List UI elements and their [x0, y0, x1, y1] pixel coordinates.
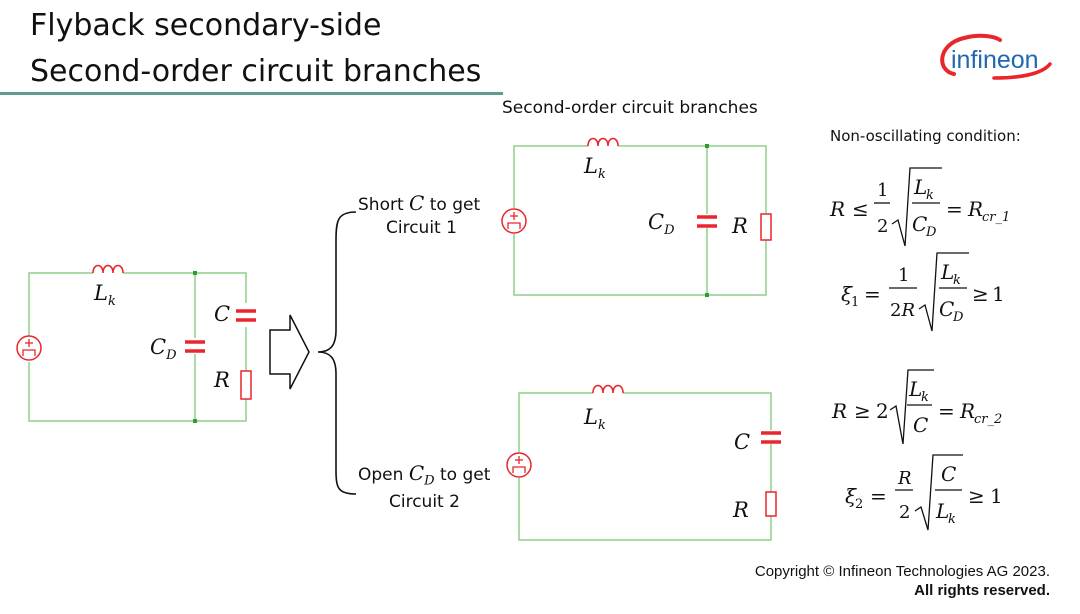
svg-text:R: R: [967, 197, 983, 221]
svg-text:D: D: [952, 310, 964, 325]
label-c: C: [214, 302, 231, 326]
infineon-logo: infineon: [940, 33, 1052, 80]
condition-heading: Non-oscillating condition:: [830, 127, 1021, 145]
svg-text:≤: ≤: [852, 197, 869, 221]
svg-text:2: 2: [876, 399, 889, 423]
svg-text:1: 1: [877, 180, 888, 201]
svg-text:L: L: [908, 377, 922, 401]
svg-text:cr_2: cr_2: [974, 412, 1002, 427]
rights-text: All rights reserved.: [914, 582, 1050, 599]
svg-text:≥: ≥: [968, 484, 985, 508]
c1-label-r: R: [732, 214, 748, 238]
equation-2: ξ1 = 1 2R Lk CD ≥ 1: [841, 252, 1005, 332]
resistor-r-icon: [765, 491, 777, 517]
svg-text:≥: ≥: [972, 282, 989, 306]
svg-text:1: 1: [992, 282, 1005, 306]
svg-text:≥: ≥: [854, 399, 871, 423]
svg-text:C: C: [939, 297, 954, 321]
title-underline: [0, 92, 503, 95]
svg-text:k: k: [921, 390, 929, 405]
circuit1-label: Circuit 1: [386, 218, 457, 238]
voltage-source-icon: [506, 452, 532, 478]
resistor-r-icon: [240, 370, 252, 400]
svg-text:k: k: [953, 273, 961, 288]
c2-label-lk: Lk: [584, 405, 606, 434]
circuit2-label: Circuit 2: [389, 492, 460, 512]
svg-text:R: R: [959, 399, 975, 423]
label-r: R: [214, 368, 230, 392]
svg-text:C: C: [941, 462, 956, 486]
svg-text:L: L: [935, 499, 949, 523]
voltage-source-icon: [16, 335, 42, 361]
circuit-2: [506, 384, 781, 541]
svg-text:=: =: [864, 282, 881, 306]
equation-3: R ≥ 2 Lk C = Rcr_2: [831, 369, 1002, 445]
transform-arrow-icon: [269, 314, 310, 390]
svg-text:2: 2: [877, 216, 888, 237]
slide-title-line1: Flyback secondary-side: [30, 8, 382, 43]
svg-text:ξ: ξ: [845, 484, 857, 508]
svg-text:1: 1: [990, 484, 1003, 508]
resistor-r-icon: [760, 213, 772, 241]
svg-text:2R: 2R: [890, 300, 915, 321]
svg-text:1: 1: [898, 265, 909, 286]
svg-text:ξ: ξ: [841, 282, 853, 306]
svg-text:k: k: [948, 512, 956, 527]
svg-text:2: 2: [855, 497, 863, 512]
svg-text:=: =: [946, 197, 963, 221]
svg-text:cr_1: cr_1: [982, 210, 1010, 225]
svg-text:=: =: [870, 484, 887, 508]
branches-heading: Second-order circuit branches: [502, 98, 758, 118]
svg-text:k: k: [926, 188, 934, 203]
label-cd: CD: [150, 335, 177, 364]
equation-1: R ≤ 1 2 Lk CD = Rcr_1: [829, 167, 1010, 247]
svg-text:R: R: [897, 468, 912, 489]
c1-label-cd: CD: [648, 210, 675, 239]
inductor-lk-icon: [592, 384, 624, 394]
logo-wordmark: infineon: [951, 46, 1039, 74]
copyright-text: Copyright © Infineon Technologies AG 202…: [754, 563, 1050, 580]
svg-text:R: R: [829, 197, 845, 221]
circuit-1: [501, 137, 772, 297]
c1-label-lk: Lk: [584, 154, 606, 183]
svg-text:1: 1: [851, 295, 859, 310]
c2-label-c: C: [734, 430, 751, 454]
equations: R ≤ 1 2 Lk CD = Rcr_1 ξ1 = 1 2R Lk: [829, 167, 1010, 531]
svg-text:D: D: [925, 225, 937, 240]
c2-label-r: R: [733, 498, 749, 522]
inductor-lk-icon: [587, 137, 619, 147]
original-circuit: [16, 264, 256, 423]
equation-4: ξ2 = R 2 C Lk ≥ 1: [845, 454, 1003, 531]
label-lk: Lk: [94, 281, 116, 310]
slide-title-line2: Second-order circuit branches: [30, 54, 482, 89]
open-cd-label: Open CD to get: [358, 461, 491, 489]
branch-brace: [317, 211, 357, 495]
svg-text:L: L: [940, 260, 954, 284]
voltage-source-icon: [501, 208, 527, 234]
svg-text:C: C: [912, 212, 927, 236]
short-c-label: Short C to get: [358, 191, 481, 215]
svg-text:R: R: [831, 399, 847, 423]
svg-text:C: C: [913, 413, 928, 437]
inductor-lk-icon: [92, 264, 124, 274]
svg-text:2: 2: [899, 502, 910, 523]
svg-text:L: L: [913, 175, 927, 199]
svg-text:=: =: [938, 399, 955, 423]
